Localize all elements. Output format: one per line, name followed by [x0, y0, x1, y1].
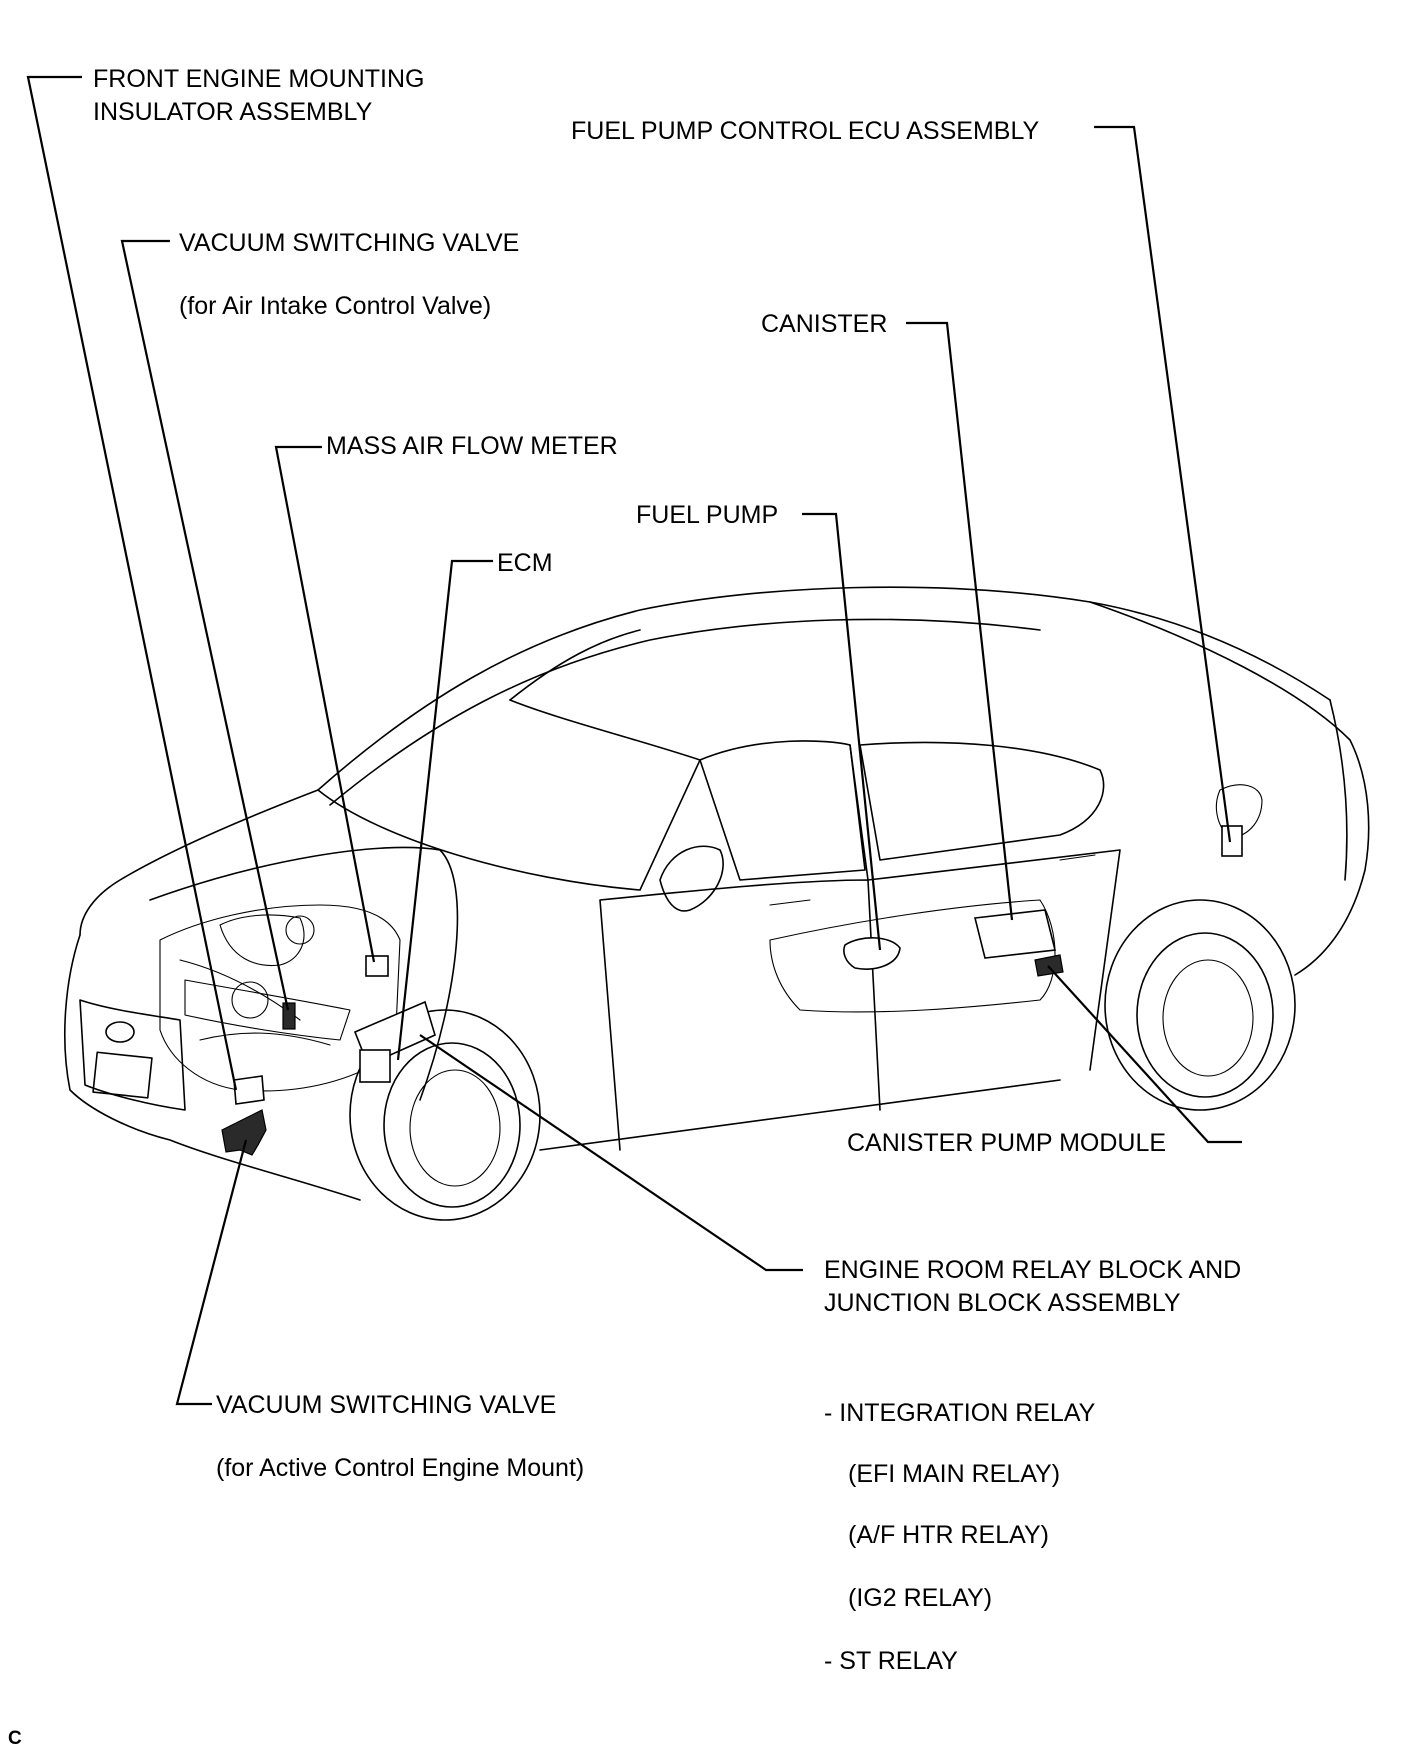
- car-illustration: [64, 586, 1370, 1221]
- front-door-outline: [599, 879, 881, 1151]
- leader-fuel-pump-ecu: [1094, 125, 1232, 843]
- relay-list-item: (A/F HTR RELAY): [848, 1521, 1049, 1549]
- side-mirror: [659, 845, 724, 912]
- label-vsv-engine-mount: VACUUM SWITCHING VALVE: [216, 1391, 556, 1419]
- grille: [79, 999, 186, 1111]
- car-roof-inner: [329, 618, 1041, 806]
- label-canister-pump-module: CANISTER PUMP MODULE: [847, 1129, 1166, 1157]
- engine-part-2: [231, 981, 269, 1019]
- front-door-window: [699, 740, 866, 881]
- a-pillar: [509, 629, 641, 701]
- label-front-engine-mount-l2: INSULATOR ASSEMBLY: [93, 98, 373, 126]
- leader-canister-pump-module: [1047, 965, 1242, 1144]
- vsv-air-intake-unit: [282, 1002, 296, 1030]
- leader-lines: [26, 75, 1242, 1406]
- vsv-engine-mount-unit: [221, 1109, 267, 1156]
- hoses: [179, 959, 331, 1046]
- car-roofline: [317, 586, 1331, 791]
- label-relay-block-l1: ENGINE ROOM RELAY BLOCK AND: [824, 1256, 1241, 1284]
- ecm-unit: [359, 1049, 391, 1083]
- intake-manifold: [219, 914, 305, 967]
- trunk-edge: [1329, 699, 1348, 881]
- mass-air-flow-meter-unit: [365, 955, 389, 977]
- rocker-panel: [539, 1079, 1061, 1151]
- relay-list-item: (EFI MAIN RELAY): [848, 1460, 1060, 1488]
- front-fascia: [64, 934, 361, 1201]
- leader-fuel-pump: [802, 512, 882, 951]
- leader-vsv-engine-mount: [175, 1139, 248, 1406]
- label-front-engine-mount-l1: FRONT ENGINE MOUNTING: [93, 65, 424, 93]
- hood-opening-edge: [149, 846, 459, 1101]
- leader-vsv-air-intake: [120, 239, 290, 1011]
- label-vsv-air-intake: VACUUM SWITCHING VALVE: [179, 229, 519, 257]
- rear-door-handle: [1059, 854, 1096, 861]
- label-canister: CANISTER: [761, 310, 887, 338]
- windshield: [317, 699, 701, 891]
- relay-list-item: - INTEGRATION RELAY: [824, 1399, 1096, 1427]
- leader-front-engine-mount: [26, 75, 238, 1091]
- label-fuel-pump: FUEL PUMP: [636, 501, 778, 529]
- b-pillar: [849, 744, 869, 881]
- label-vsv-engine-mount-note: (for Active Control Engine Mount): [216, 1454, 584, 1482]
- rear-wheel-arch: [1104, 899, 1296, 1111]
- rear-door-window: [859, 741, 1105, 861]
- canister-unit: [974, 909, 1056, 959]
- front-mount-unit: [233, 1075, 265, 1105]
- emblem: [105, 1021, 135, 1043]
- label-ecm: ECM: [497, 549, 553, 577]
- label-relay-block-l2: JUNCTION BLOCK ASSEMBLY: [824, 1289, 1181, 1317]
- engine-part-1: [285, 915, 315, 945]
- hood-outline: [79, 789, 319, 936]
- label-mass-air-flow-meter: MASS AIR FLOW METER: [326, 432, 618, 460]
- rear-tire: [1136, 932, 1274, 1098]
- front-wheel-arch: [349, 1009, 541, 1221]
- fuel-pump-ecu-unit: [1221, 825, 1243, 857]
- label-vsv-air-intake-note: (for Air Intake Control Valve): [179, 292, 491, 320]
- leader-relay-block: [419, 1034, 803, 1272]
- headlamp: [184, 979, 351, 1041]
- rear-quarter: [1089, 601, 1370, 976]
- rear-rim: [1162, 959, 1254, 1077]
- leader-mass-air-flow: [274, 445, 376, 963]
- rear-door-outline: [867, 849, 1121, 1071]
- leader-ecm: [396, 559, 493, 1061]
- relay-list-item: - ST RELAY: [824, 1647, 958, 1675]
- front-rim: [409, 1069, 501, 1187]
- corner-mark: C: [8, 1728, 22, 1749]
- floor-outline: [769, 899, 1056, 1013]
- relay-list-item: (IG2 RELAY): [848, 1584, 992, 1612]
- front-tire: [383, 1042, 521, 1208]
- label-fuel-pump-control-ecu: FUEL PUMP CONTROL ECU ASSEMBLY: [571, 117, 1039, 145]
- fuel-pump-unit: [843, 937, 901, 970]
- license-plate: [92, 1051, 153, 1099]
- relay-list: - INTEGRATION RELAY (EFI MAIN RELAY) (A/…: [824, 1399, 1096, 1675]
- fuel-door: [1215, 784, 1263, 839]
- leader-canister: [906, 321, 1014, 921]
- front-door-handle: [769, 899, 811, 906]
